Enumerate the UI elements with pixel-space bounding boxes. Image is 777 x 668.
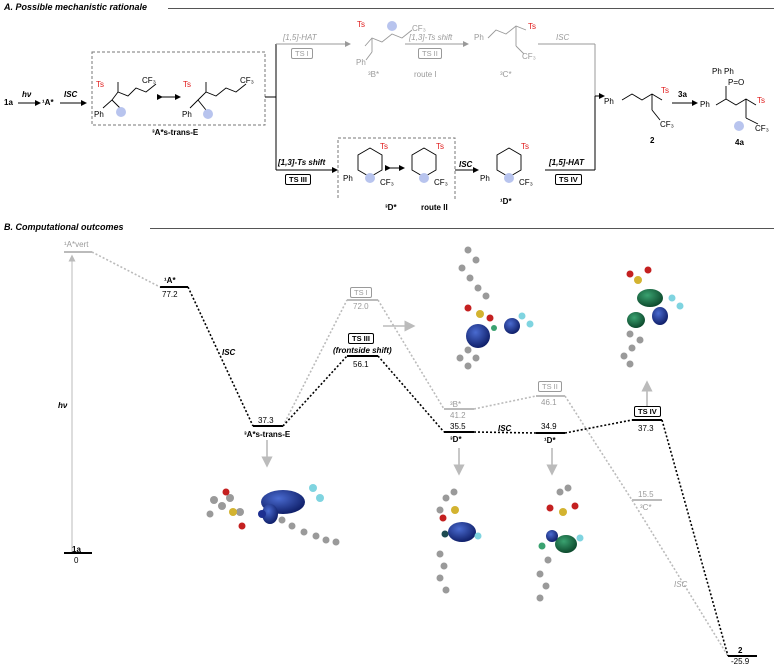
- level-product2-label: 2: [738, 646, 743, 655]
- route2-isc-label: ISC: [459, 160, 473, 169]
- isc-label-b3: ISC: [674, 580, 688, 589]
- level-ts1-value: 72.0: [353, 302, 369, 311]
- ph-label-2: Ph: [604, 97, 614, 106]
- level-a1-label: ¹A*: [164, 276, 176, 285]
- ph-label-c3: Ph: [474, 33, 484, 42]
- level-ts1-label: TS I: [350, 287, 372, 298]
- cf3-label-d3-left: CF₃: [380, 178, 394, 187]
- level-a1-value: 77.2: [162, 290, 178, 299]
- section-b-title: B. Computational outcomes: [4, 222, 124, 232]
- isc-label-b1: ISC: [222, 348, 236, 357]
- ph-label-b3: Ph: [356, 58, 366, 67]
- level-b3-label: ³B*: [450, 400, 462, 409]
- ts-label-c3: Ts: [528, 22, 536, 31]
- route2-name: route II: [421, 203, 448, 212]
- start-1a-label: 1a: [4, 98, 13, 107]
- route1-name: route I: [414, 70, 437, 79]
- level-d1-value: 34.9: [541, 422, 557, 431]
- po-label: P=O: [728, 78, 745, 87]
- orbital-a3: [206, 484, 340, 546]
- cf3-label-b3: CF₃: [412, 24, 426, 33]
- level-ts4-label: TS IV: [634, 406, 661, 417]
- mechanism-scheme-lines: [18, 21, 759, 200]
- section-a-rule: [168, 8, 774, 9]
- cf3-label-c3: CF₃: [522, 52, 536, 61]
- level-a3-label: ³A*s-trans-E: [244, 430, 291, 439]
- orbital-d1: [536, 484, 584, 602]
- orbital-ts3: [456, 246, 534, 370]
- ts-label-b3: Ts: [357, 20, 365, 29]
- route1-hat-label: [1,5]-HAT: [283, 33, 317, 42]
- hv-label-b: hν: [58, 401, 68, 410]
- reagent-3a-label: 3a: [678, 90, 687, 99]
- a3-s-trans-label: ³A*s-trans-E: [152, 128, 199, 137]
- section-b-rule: [150, 228, 774, 229]
- level-ts3-value: 56.1: [353, 360, 369, 369]
- cf3-label-4a: CF₃: [755, 124, 769, 133]
- level-1a-label: 1a: [72, 545, 81, 554]
- level-d1-label: ¹D*: [544, 436, 556, 445]
- isc-label-b2: ISC: [498, 424, 512, 433]
- level-1a-value: 0: [74, 556, 79, 565]
- ph-label-a3-right: Ph: [182, 110, 192, 119]
- route2-shift-label: [1,3]-Ts shift: [278, 158, 326, 167]
- b3-label: ³B*: [368, 70, 380, 79]
- ts4-box: TS IV: [555, 174, 582, 185]
- isc-label-a: ISC: [64, 90, 78, 99]
- ts-label-a3-right: Ts: [183, 80, 191, 89]
- route1-isc-label: ISC: [556, 33, 570, 42]
- level-a3-value: 37.3: [258, 416, 274, 425]
- d1-label: ¹D*: [500, 197, 512, 206]
- ts-label-d3-left: Ts: [380, 142, 388, 151]
- level-ts2-label: TS II: [538, 381, 562, 392]
- section-a-title: A. Possible mechanistic rationale: [4, 2, 148, 12]
- level-c3-label: ³C*: [640, 503, 652, 512]
- ts1-box: TS I: [291, 48, 313, 59]
- ph2p-label: Ph Ph: [712, 67, 734, 76]
- level-d3-value: 35.5: [450, 422, 466, 431]
- ts-label-d1: Ts: [521, 142, 529, 151]
- level-ts4-value: 37.3: [638, 424, 654, 433]
- level-ts3-label: TS III: [348, 333, 374, 344]
- ts-label-a3-left: Ts: [96, 80, 104, 89]
- product-4a-label: 4a: [735, 138, 744, 147]
- orbital-ts4: [620, 266, 684, 368]
- c3-label: ³C*: [500, 70, 512, 79]
- level-ts2-value: 46.1: [541, 398, 557, 407]
- ts-label-2: Ts: [661, 86, 669, 95]
- cf3-label-d1: CF₃: [519, 178, 533, 187]
- cf3-label-a3-left: CF₃: [142, 76, 156, 85]
- hv-label: hν: [22, 90, 32, 99]
- level-a1vert-label: ¹A*vert: [64, 240, 89, 249]
- ts-label-4a: Ts: [757, 96, 765, 105]
- cf3-label-d3-right: CF₃: [434, 178, 448, 187]
- energy-diagram: [64, 246, 757, 657]
- ts2-box: TS II: [418, 48, 442, 59]
- ph-label-d1: Ph: [480, 174, 490, 183]
- level-b3-value: 41.2: [450, 411, 466, 420]
- product-2-label: 2: [650, 136, 655, 145]
- route1-shift-label: [1,3]-Ts shift: [409, 33, 453, 42]
- level-ts3-sub: (frontside shift): [333, 346, 392, 355]
- cf3-label-a3-right: CF₃: [240, 76, 254, 85]
- orbital-d3: [436, 488, 482, 594]
- a1-label: ¹A*: [42, 98, 54, 107]
- ph-label-a3-left: Ph: [94, 110, 104, 119]
- level-c3-value: 15.5: [638, 490, 654, 499]
- ph-label-4a: Ph: [700, 100, 710, 109]
- level-product2-value: -25.9: [731, 657, 750, 666]
- cf3-label-2: CF₃: [660, 120, 674, 129]
- ph-label-d3-left: Ph: [343, 174, 353, 183]
- d3-label: ³D*: [385, 203, 397, 212]
- level-d3-label: ³D*: [450, 435, 462, 444]
- ts3-box: TS III: [285, 174, 311, 185]
- ts-label-d3-right: Ts: [436, 142, 444, 151]
- route2-hat-label: [1,5]-HAT: [549, 158, 584, 167]
